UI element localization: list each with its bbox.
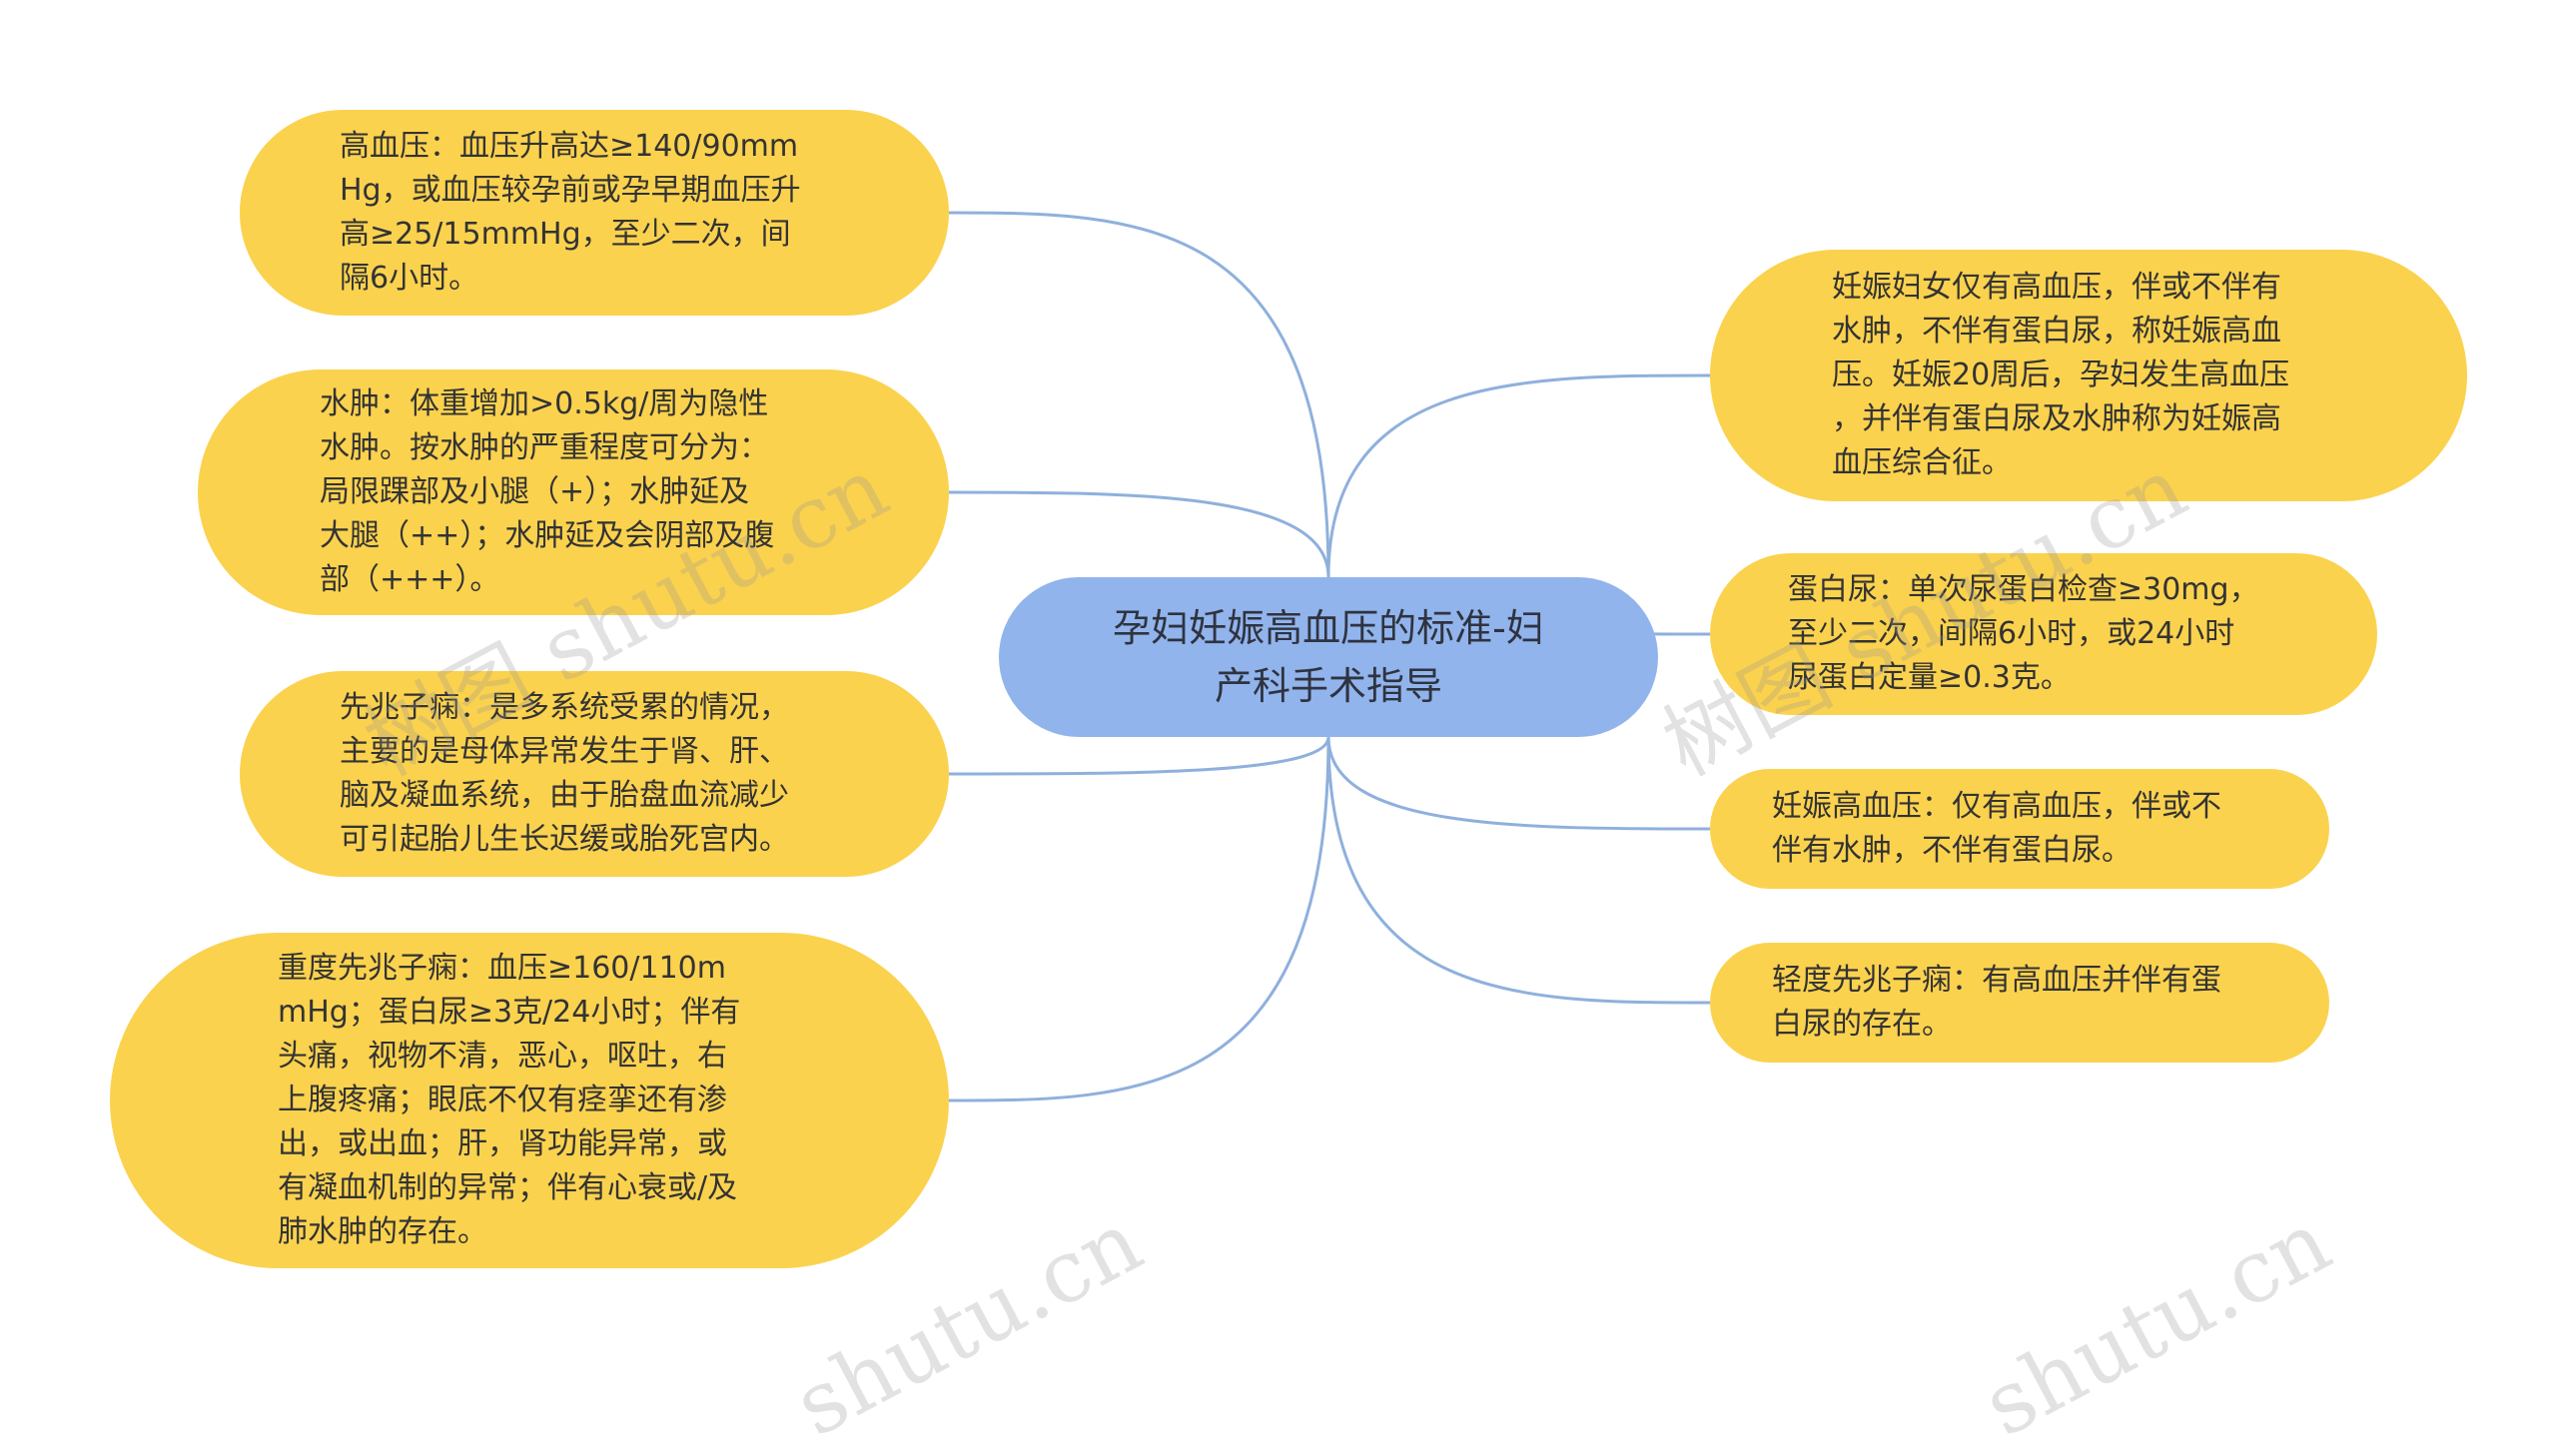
mindmap-canvas: 孕妇妊娠高血压的标准-妇 产科手术指导 高血压：血压升高达≥140/90mm H… (110, 110, 2467, 1456)
link-definition (1326, 373, 1711, 578)
topic-label: 重度先兆子痫：血压≥160/110m mHg；蛋白尿≥3克/24小时；伴有 头痛… (278, 951, 741, 1249)
topic-label: 妊娠妇女仅有高血压，伴或不伴有 水肿，不伴有蛋白尿，称妊娠高血 压。妊娠20周后… (1832, 270, 2290, 480)
topic-preeclampsia[interactable]: 先兆子痫：是多系统受累的情况， 主要的是母体异常发生于肾、肝、 脑及凝血系统，由… (240, 671, 949, 877)
topic-label: 先兆子痫：是多系统受累的情况， 主要的是母体异常发生于肾、肝、 脑及凝血系统，由… (340, 690, 789, 857)
topic-label: 蛋白尿：单次尿蛋白检查≥30mg， 至少二次，间隔6小时，或24小时 尿蛋白定量… (1788, 572, 2259, 695)
link-severe-preeclampsia (948, 736, 1330, 1102)
topic-severe-preeclampsia[interactable]: 重度先兆子痫：血压≥160/110m mHg；蛋白尿≥3克/24小时；伴有 头痛… (110, 933, 949, 1268)
topic-label: 高血压：血压升高达≥140/90mm Hg，或血压较孕前或孕早期血压升 高≥25… (340, 129, 801, 296)
link-hypertension (948, 211, 1330, 578)
root-topic[interactable]: 孕妇妊娠高血压的标准-妇 产科手术指导 (999, 577, 1658, 737)
topic-gestational-hypertension[interactable]: 妊娠高血压：仅有高血压，伴或不 伴有水肿，不伴有蛋白尿。 (1710, 769, 2329, 889)
topic-edema[interactable]: 水肿：体重增加>0.5kg/周为隐性 水肿。按水肿的严重程度可分为： 局限踝部及… (198, 369, 949, 615)
topic-mild-preeclampsia[interactable]: 轻度先兆子痫：有高血压并伴有蛋 白尿的存在。 (1710, 943, 2329, 1063)
link-mild-preeclampsia (1326, 736, 1711, 1005)
link-edema (948, 490, 1330, 578)
topic-label: 妊娠高血压：仅有高血压，伴或不 伴有水肿，不伴有蛋白尿。 (1772, 789, 2221, 868)
link-gestational-hypertension (1326, 736, 1711, 831)
root-topic-label: 孕妇妊娠高血压的标准-妇 产科手术指导 (1113, 606, 1544, 708)
topic-definition[interactable]: 妊娠妇女仅有高血压，伴或不伴有 水肿，不伴有蛋白尿，称妊娠高血 压。妊娠20周后… (1710, 250, 2467, 501)
topic-proteinuria[interactable]: 蛋白尿：单次尿蛋白检查≥30mg， 至少二次，间隔6小时，或24小时 尿蛋白定量… (1710, 553, 2377, 715)
topic-label: 轻度先兆子痫：有高血压并伴有蛋 白尿的存在。 (1772, 963, 2221, 1042)
topic-label: 水肿：体重增加>0.5kg/周为隐性 水肿。按水肿的严重程度可分为： 局限踝部及… (320, 386, 775, 597)
topic-hypertension[interactable]: 高血压：血压升高达≥140/90mm Hg，或血压较孕前或孕早期血压升 高≥25… (240, 110, 949, 316)
link-preeclampsia (948, 736, 1330, 776)
